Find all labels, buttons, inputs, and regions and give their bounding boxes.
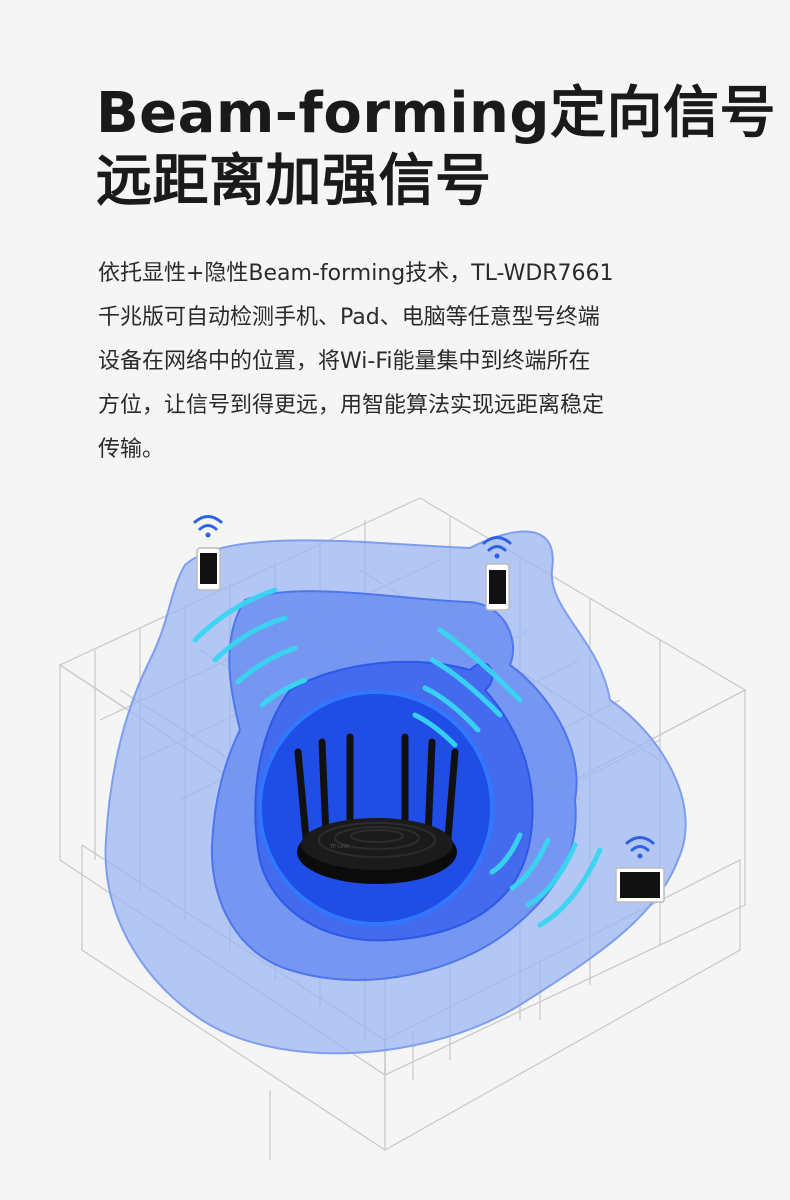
description-line-5: 传输。 [98, 437, 165, 462]
feature-description: 依托显性+隐性Beam-forming技术，TL-WDR7661 千兆版可自动检… [98, 252, 698, 472]
description-line-3: 设备在网络中的位置，将Wi-Fi能量集中到终端所在 [98, 349, 591, 374]
smartphone-icon [193, 515, 223, 591]
headline-line-2: 远距离加强信号 [96, 149, 492, 214]
laptop-icon [615, 836, 665, 903]
beam-arcs [192, 587, 603, 928]
headline-line-1: Beam-forming定向信号 [96, 81, 776, 146]
description-line-2: 千兆版可自动检测手机、Pad、电脑等任意型号终端 [98, 305, 600, 330]
page-headline: Beam-forming定向信号 远距离加强信号 [96, 80, 776, 216]
beamforming-illustration: TP-LINK [58, 497, 747, 1160]
signal-zone-core [258, 690, 494, 926]
wifi-icon [482, 536, 512, 559]
router-brand-label: TP-LINK [329, 844, 350, 850]
tablet-icon [482, 536, 512, 611]
description-line-1: 依托显性+隐性Beam-forming技术，TL-WDR7661 [98, 261, 614, 286]
wifi-icon [193, 515, 223, 538]
router-icon: TP-LINK [294, 733, 459, 884]
wifi-icon [625, 836, 655, 859]
description-line-4: 方位，让信号到得更远，用智能算法实现远距离稳定 [98, 393, 605, 418]
